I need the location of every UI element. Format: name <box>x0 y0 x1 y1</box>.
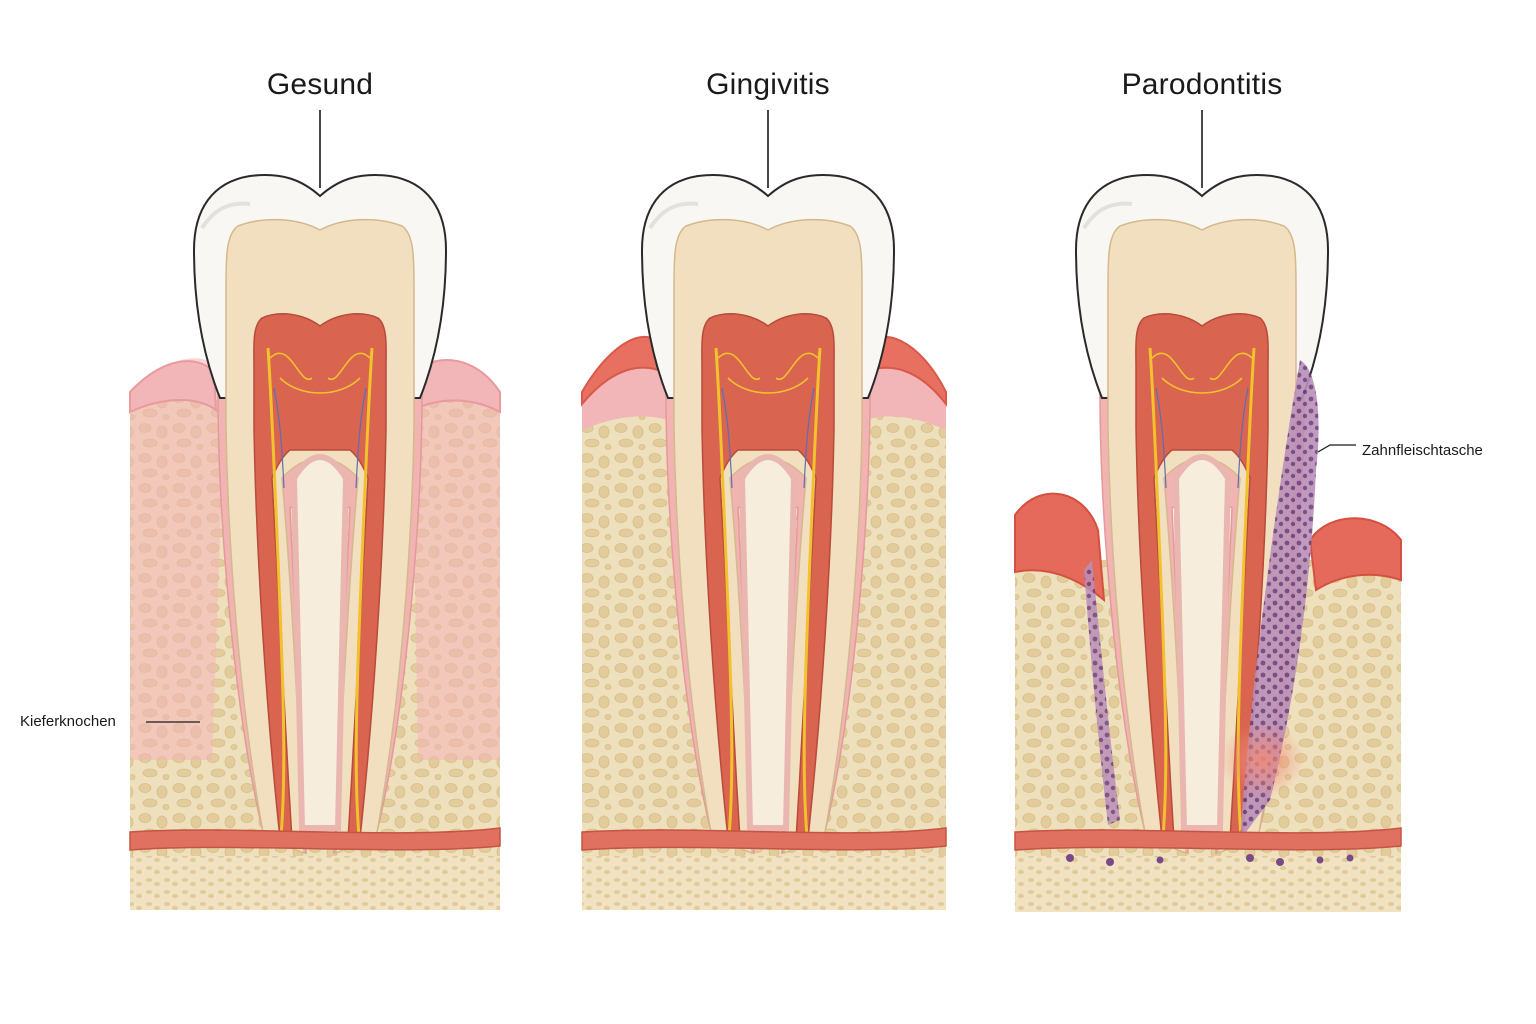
panel-gingivitis <box>581 110 947 910</box>
stage-title-gingivitis: Gingivitis <box>706 68 830 101</box>
panel-healthy <box>129 110 501 910</box>
panel-periodontitis <box>1014 110 1402 912</box>
label-jawbone: Kieferknochen <box>20 713 116 730</box>
gum-pocket-leader-line <box>1317 444 1356 453</box>
stage-title-healthy: Gesund <box>266 68 374 101</box>
gum-pocket <box>1240 360 1319 840</box>
stage-title-periodontitis: Parodontitis <box>1121 68 1283 101</box>
label-gum-pocket: Zahnfleischtasche <box>1362 442 1483 459</box>
